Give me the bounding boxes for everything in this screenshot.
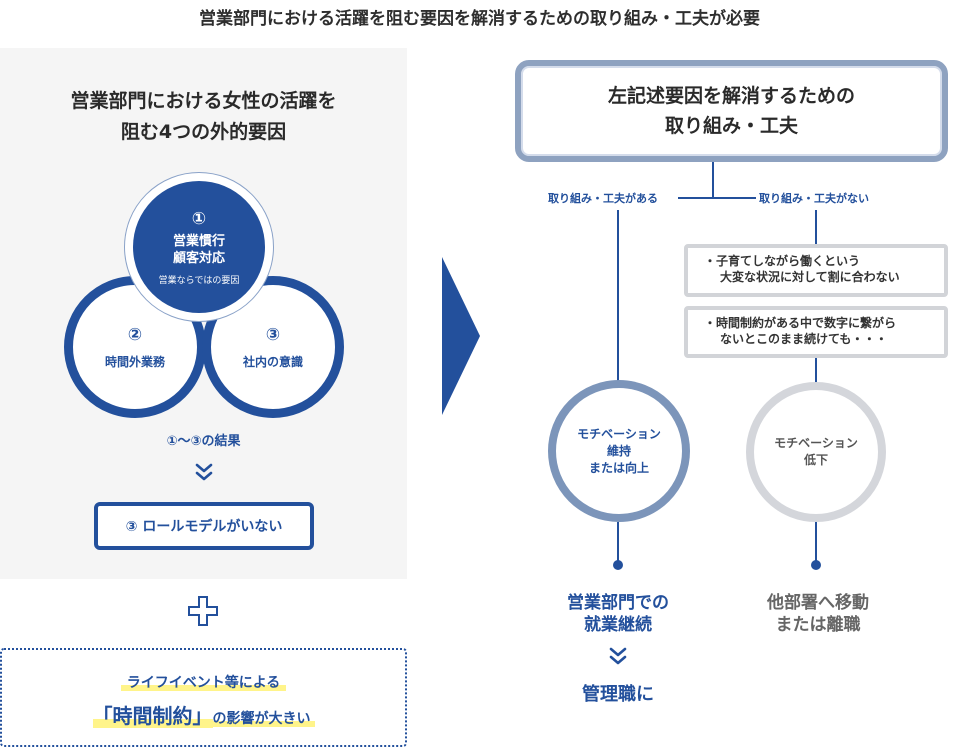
measures-header-line2: 取り組み・工夫	[664, 115, 798, 137]
time-constraint-text: 「時間制約」の影響が大きい	[0, 700, 407, 729]
note2-line2: ないとこのまま続けても・・・	[720, 332, 888, 346]
outcome-continue: 営業部門での 就業継続	[540, 592, 696, 636]
factor2-num: ②	[127, 324, 143, 345]
outcome-manager: 管理職に	[582, 684, 654, 705]
motivation-up-line2: 維持	[606, 443, 631, 458]
outcome-continue-line2: 就業継続	[584, 615, 652, 635]
outcome-continue-line1: 営業部門での	[567, 593, 669, 613]
arrow-right-icon	[442, 257, 480, 415]
life-event-text: ライフイベント等による	[0, 672, 407, 692]
branch-no-label: 取り組み・工夫がない	[759, 192, 869, 205]
factor3-num: ③	[265, 324, 281, 345]
factor1-line2: 顧客対応	[172, 250, 225, 266]
plus-icon	[188, 596, 218, 626]
time-constraint-emphasis: 「時間制約」	[92, 704, 213, 728]
result-label: ①〜③の結果	[166, 434, 241, 449]
motivation-up-line1: モチベーション	[577, 426, 661, 441]
page-title: 営業部門における活躍を阻む要因を解消するための取り組み・工夫が必要	[199, 9, 760, 29]
factor2-label: 時間外業務	[104, 354, 165, 369]
measures-header-line1: 左記述要因を解消するための	[607, 85, 855, 107]
measures-header: 左記述要因を解消するための 取り組み・工夫	[515, 60, 948, 162]
factor1-sub: 営業ならではの要因	[158, 275, 240, 286]
time-constraint-suffix: の影響が大きい	[212, 711, 315, 727]
life-event-label: ライフイベント等による	[120, 675, 287, 691]
factor1-circle: ① 営業慣行 顧客対応 営業ならではの要因	[133, 181, 265, 313]
note-reason-1: ・子育てしながら働くという 大変な状況に対して割に合わない	[684, 244, 948, 297]
factor1-line1: 営業慣行	[172, 233, 225, 249]
outcome-leave: 他部署へ移動 または離職	[740, 592, 896, 636]
motivation-up-line3: または向上	[588, 460, 649, 475]
branch-yes-label: 取り組み・工夫がある	[548, 192, 658, 205]
motivation-down-line2: 低下	[803, 453, 828, 467]
note1-line2: 大変な状況に対して割に合わない	[720, 270, 900, 284]
motivation-down-line1: モチベーション	[774, 436, 858, 450]
left-title-line2: 阻む4つの外的要因	[120, 121, 287, 143]
motivation-up-circle: モチベーション 維持 または向上	[548, 380, 690, 522]
note-reason-2: ・時間制約がある中で数字に繋がら ないとこのまま続けても・・・	[684, 306, 948, 358]
chevron-down-icon	[195, 463, 213, 481]
factor1-num: ①	[191, 208, 207, 229]
role-model-box: ③ ロールモデルがいない	[94, 502, 314, 550]
outcome-leave-line1: 他部署へ移動	[767, 593, 869, 613]
time-constraint-box	[0, 648, 407, 747]
factor3-circle: ③ 社内の意識	[202, 276, 344, 418]
endpoint-dot-no	[811, 560, 821, 570]
chevron-down-icon	[609, 647, 627, 665]
motivation-down-circle: モチベーション 低下	[746, 382, 886, 522]
outcome-leave-line2: または離職	[775, 615, 861, 635]
factor3-label: 社内の意識	[242, 354, 303, 369]
left-title-line1: 営業部門における女性の活躍を	[70, 90, 337, 112]
left-title: 営業部門における女性の活躍を 阻む4つの外的要因	[0, 86, 407, 148]
endpoint-dot-yes	[613, 560, 623, 570]
note2-line1: ・時間制約がある中で数字に繋がら	[704, 316, 897, 330]
note1-line1: ・子育てしながら働くという	[704, 254, 861, 268]
